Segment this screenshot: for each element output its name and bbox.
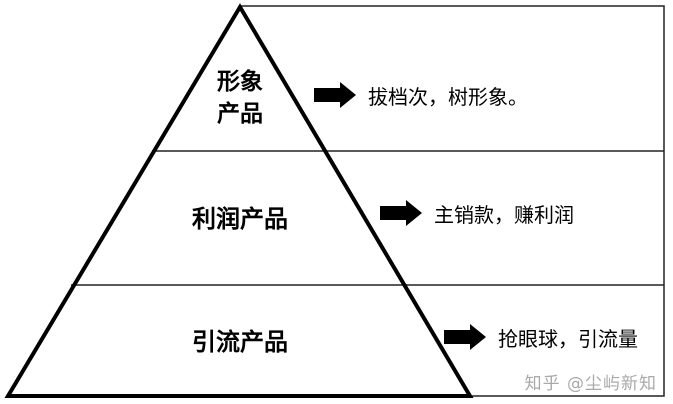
tier-description-middle-text: 主销款，赚利润 [434,202,574,227]
watermark: 知乎 @尘屿新知 [524,374,657,394]
arrow-right-icon [444,324,486,350]
tier-description-top-text: 拔档次，树形象。 [368,84,528,109]
tier-description-bottom: 抢眼球，引流量 [444,322,638,352]
tier-label-middle: 利润产品 [192,205,288,233]
arrow-right-icon [314,82,356,108]
tier-description-top: 拔档次，树形象。 [314,80,528,110]
frame-outline [240,5,665,397]
tier-description-bottom-text: 抢眼球，引流量 [498,326,638,351]
tier-label-top-line2: 产品 [217,101,263,127]
arrow-right-icon [380,200,422,226]
tier-label-top: 形象 产品 [190,66,290,130]
pyramid-triangle [4,3,474,398]
tier-description-middle: 主销款，赚利润 [380,198,574,228]
tier-label-bottom: 引流产品 [192,328,288,356]
tier-label-top-line1: 形象 [217,69,263,95]
